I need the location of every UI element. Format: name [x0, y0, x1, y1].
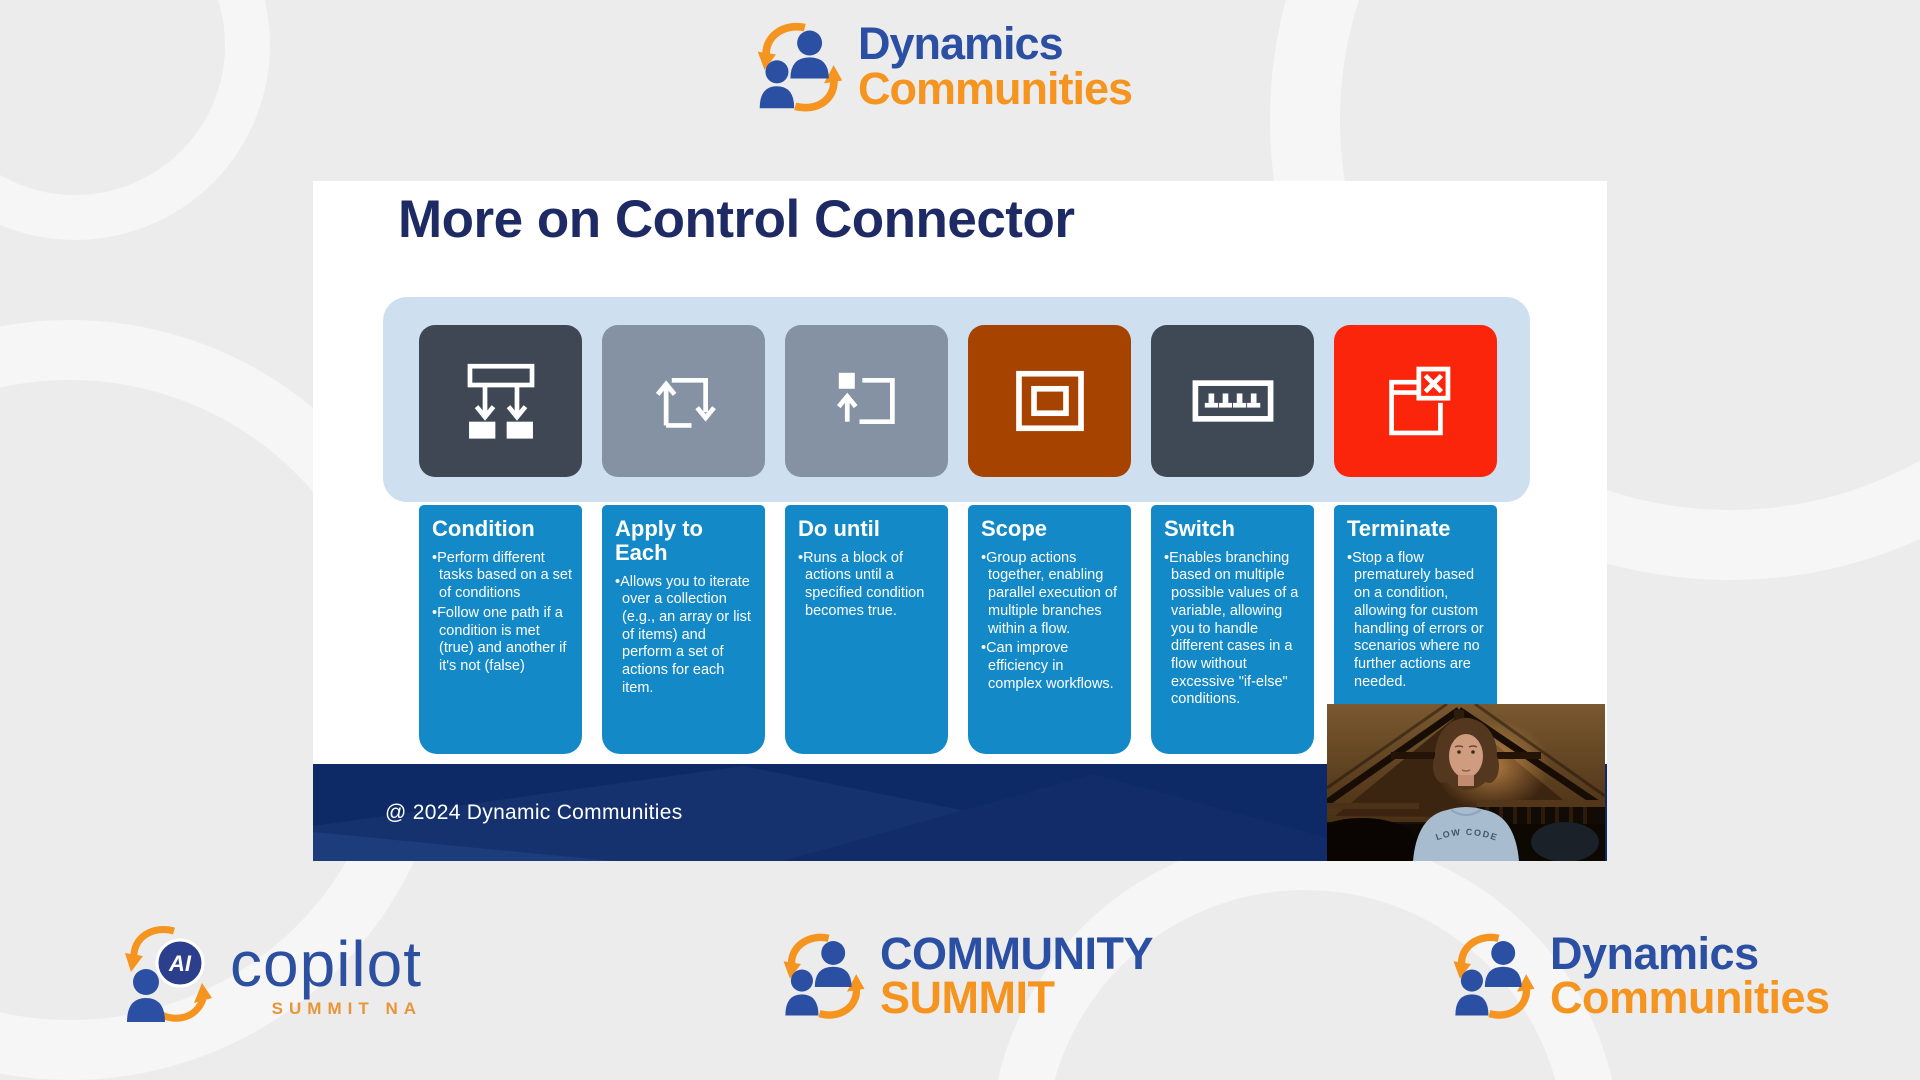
summit-word-summit: SUMMIT: [880, 972, 1055, 1023]
bullet-text: Enables branching based on multiple poss…: [1164, 550, 1304, 709]
connector-card-scope: Scope Group actions together, enabling p…: [968, 505, 1131, 754]
presenter-webcam: LOW CODERS: [1327, 704, 1605, 861]
people-arrows-icon: [783, 933, 865, 1019]
card-bullets: Group actions together, enabling paralle…: [981, 550, 1121, 694]
copilot-person-ai-icon: AI: [125, 926, 212, 1022]
bullet-text: Can improve efficiency in complex workfl…: [981, 640, 1121, 693]
do-until-loop-icon: [836, 372, 895, 425]
connector-tile-switch: [1151, 325, 1314, 477]
summit-word-community: COMMUNITY: [880, 928, 1153, 980]
card-bullets: Runs a block of actions until a specifie…: [798, 550, 938, 621]
scope-nested-rectangles-icon: [1015, 370, 1084, 432]
card-title: Switch: [1164, 516, 1235, 541]
connector-tile-scope: [968, 325, 1131, 477]
dynamics-communities-text: Dynamics Communities: [1550, 928, 1830, 1023]
people-arrows-icon: [1453, 933, 1535, 1019]
dyncom-word-communities: Communities: [1550, 972, 1830, 1023]
bullet-text: Stop a flow prematurely based on a condi…: [1347, 550, 1487, 692]
bullet-text: Perform different tasks based on a set o…: [432, 550, 572, 603]
card-title: Do until: [798, 516, 880, 541]
condition-branch-icon: [467, 363, 534, 439]
bullet-text: Allows you to iterate over a collection …: [615, 574, 755, 698]
card-bullets: Allows you to iterate over a collection …: [615, 574, 755, 698]
terminate-window-icon: [1388, 366, 1450, 436]
connector-tile-condition: [419, 325, 582, 477]
card-bullets: Enables branching based on multiple poss…: [1164, 550, 1304, 709]
connector-icon-band: [383, 297, 1530, 502]
card-title: Apply to Each: [615, 516, 703, 565]
bullet-text: Runs a block of actions until a specifie…: [798, 550, 938, 621]
bullet-text: Group actions together, enabling paralle…: [981, 550, 1121, 638]
bullet-text: Follow one path if a condition is met (t…: [432, 605, 572, 676]
community-summit-logo: COMMUNITY SUMMIT: [778, 926, 1153, 1026]
connector-tile-do-until: [785, 325, 948, 477]
connector-tile-apply-to-each: [602, 325, 765, 477]
logo-word-dynamics: Dynamics: [858, 18, 1064, 70]
connector-cards-row: Condition Perform different tasks based …: [419, 505, 1497, 754]
copilot-logo-text: copilot SUMMIT NA: [230, 932, 422, 1019]
connector-card-condition: Condition Perform different tasks based …: [419, 505, 582, 754]
background-swirl: [0, 0, 270, 240]
community-summit-text: COMMUNITY SUMMIT: [880, 928, 1153, 1023]
dyncom-word-dynamics: Dynamics: [1550, 928, 1759, 980]
ai-badge-text: AI: [168, 951, 192, 976]
copilot-subtitle: SUMMIT NA: [271, 998, 422, 1018]
apply-to-each-loop-icon: [655, 377, 716, 428]
logo-word-communities: Communities: [858, 63, 1133, 114]
presenter-video-frame: LOW CODERS: [1327, 704, 1605, 861]
copyright-text: @ 2024 Dynamic Communities: [385, 800, 683, 824]
card-title: Terminate: [1347, 516, 1451, 541]
connector-card-do-until: Do until Runs a block of actions until a…: [785, 505, 948, 754]
header-logo-text: Dynamics Communities: [858, 18, 1133, 114]
dynamics-communities-logo: Dynamics Communities: [1448, 926, 1830, 1026]
card-title: Scope: [981, 516, 1048, 541]
card-bullets: Perform different tasks based on a set o…: [432, 550, 572, 676]
header-logo: Dynamics Communities: [752, 14, 1133, 120]
card-title: Condition: [432, 516, 535, 541]
card-bullets: Stop a flow prematurely based on a condi…: [1347, 550, 1487, 692]
slide-title: More on Control Connector: [398, 190, 1075, 249]
connector-card-switch: Switch Enables branching based on multip…: [1151, 505, 1314, 754]
copilot-summit-logo: AI copilot SUMMIT NA: [116, 924, 422, 1026]
connector-card-apply-to-each: Apply to Each Allows you to iterate over…: [602, 505, 765, 754]
switch-cases-icon: [1192, 380, 1273, 422]
people-arrows-icon: [757, 22, 843, 112]
copilot-wordmark: copilot: [230, 927, 422, 1000]
connector-tile-terminate: [1334, 325, 1497, 477]
